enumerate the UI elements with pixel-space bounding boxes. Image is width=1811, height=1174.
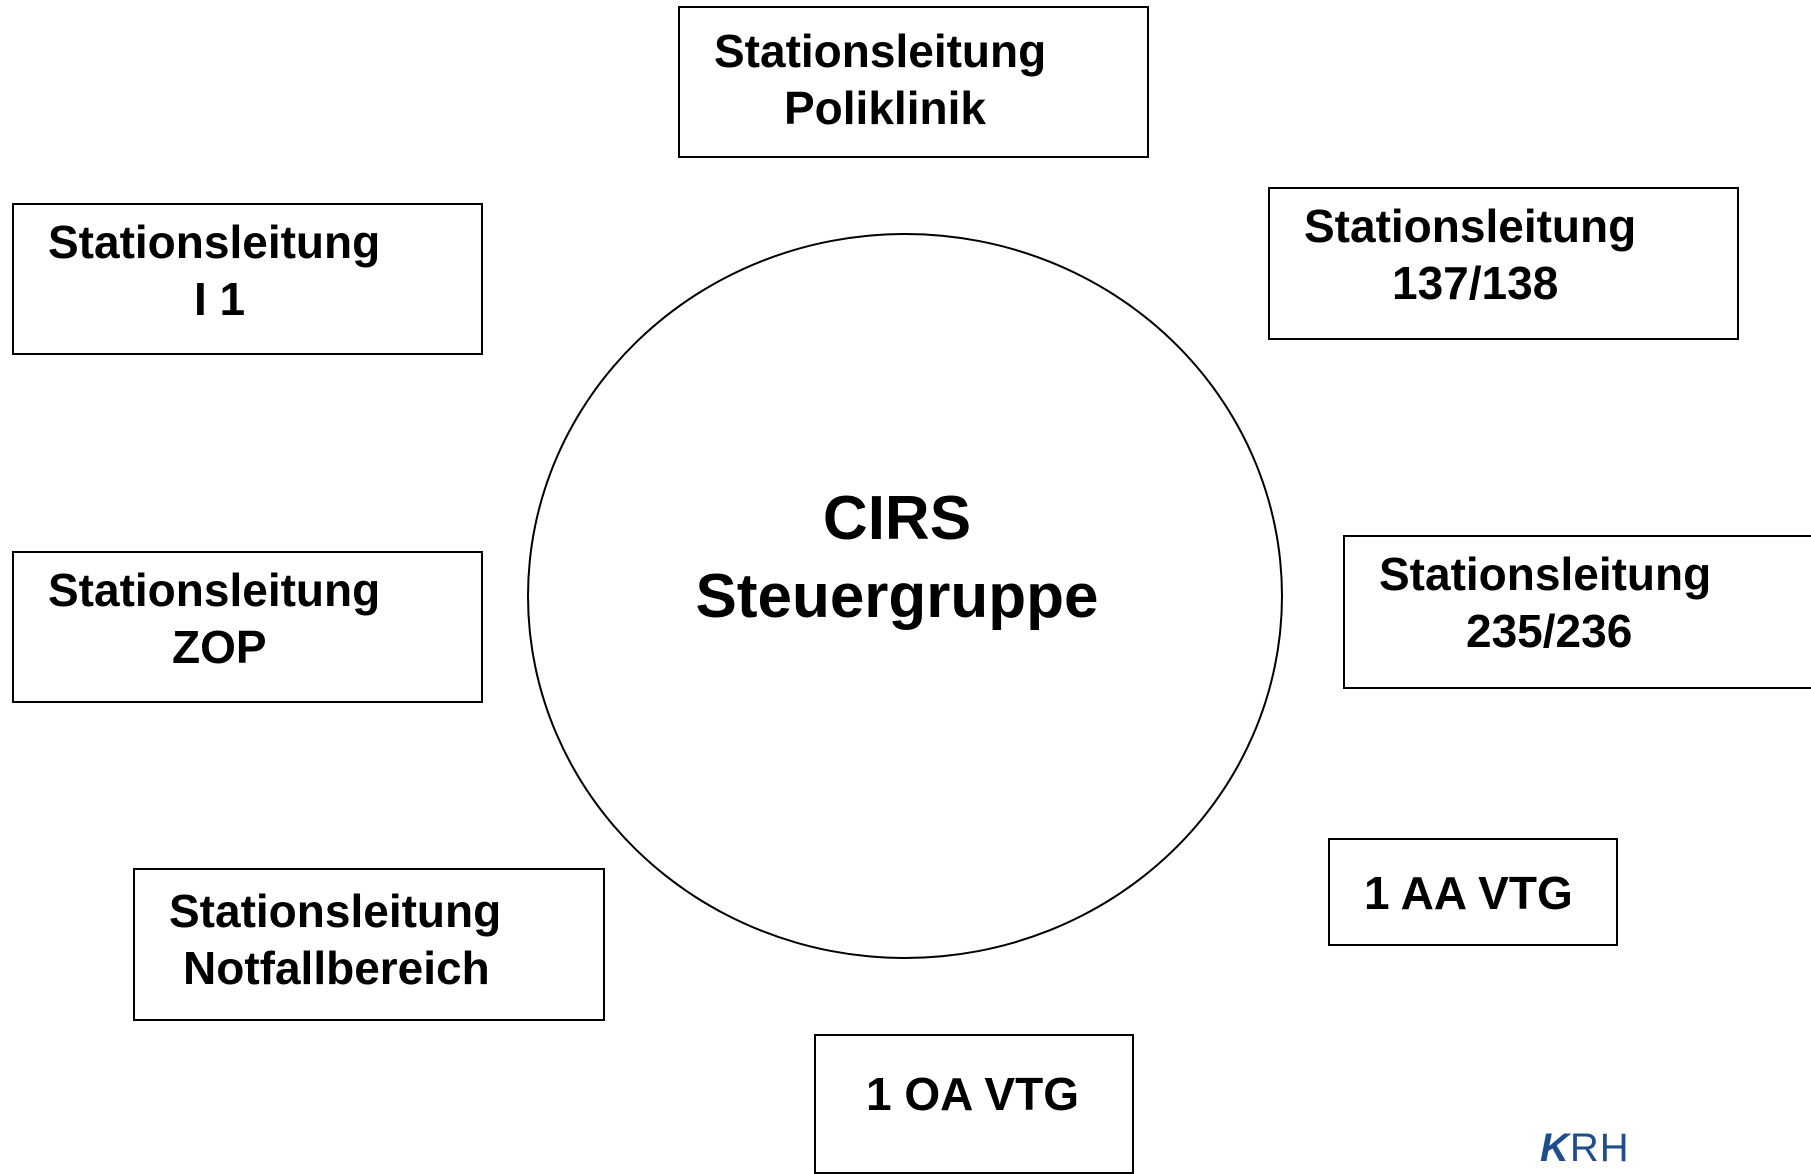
node-unit: Poliklinik	[784, 82, 986, 134]
center-label: CIRS Steuergruppe	[527, 480, 1267, 636]
node-role: Stationsleitung	[169, 885, 502, 937]
node-role: Stationsleitung	[48, 564, 381, 616]
node-1-oa-vtg: 1 OA VTG	[814, 1034, 1134, 1174]
node-235-236: Stationsleitung 235/236	[1343, 535, 1811, 689]
node-unit: 137/138	[1392, 257, 1559, 309]
node-unit: 235/236	[1466, 605, 1633, 657]
node-poliklinik: Stationsleitung Poliklinik	[678, 6, 1149, 158]
node-unit: I 1	[194, 273, 246, 325]
node-unit: Notfallbereich	[183, 942, 490, 994]
krh-logo: KRH	[1540, 1128, 1630, 1168]
node-role: Stationsleitung	[48, 216, 381, 268]
node-role: 1 AA VTG	[1364, 867, 1573, 919]
node-role: Stationsleitung	[714, 25, 1047, 77]
node-role: 1 OA VTG	[866, 1068, 1079, 1120]
center-subtitle: Steuergruppe	[695, 562, 1099, 631]
logo-letters: RH	[1569, 1126, 1630, 1170]
logo-letter-k: K	[1540, 1126, 1570, 1170]
node-role: Stationsleitung	[1304, 200, 1637, 252]
node-notfallbereich: Stationsleitung Notfallbereich	[133, 868, 605, 1021]
node-role: Stationsleitung	[1379, 548, 1712, 600]
center-title: CIRS	[822, 484, 972, 553]
cirs-circle	[527, 233, 1283, 959]
node-i1: Stationsleitung I 1	[12, 203, 483, 355]
node-1-aa-vtg: 1 AA VTG	[1328, 838, 1618, 946]
node-unit: ZOP	[172, 621, 267, 673]
node-137-138: Stationsleitung 137/138	[1268, 187, 1739, 340]
node-zop: Stationsleitung ZOP	[12, 551, 483, 703]
